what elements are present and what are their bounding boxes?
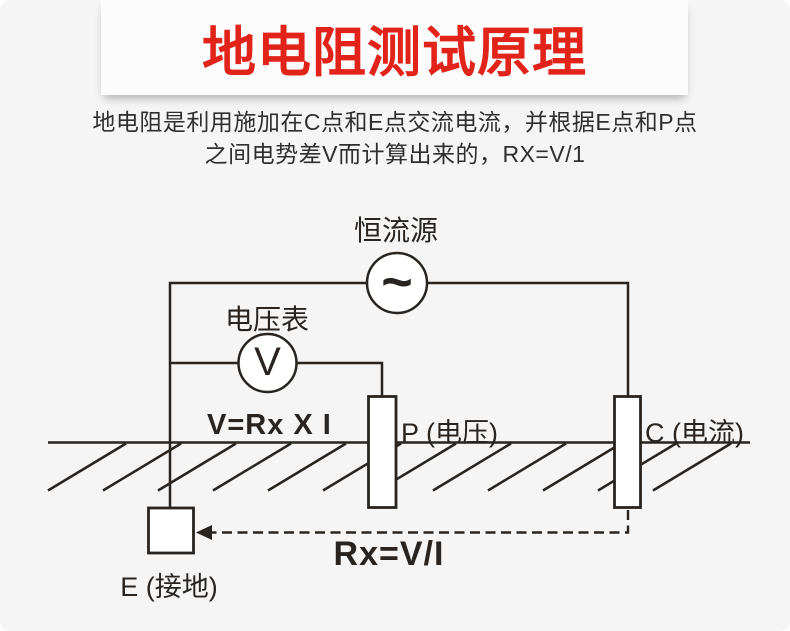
wire-right-loop xyxy=(427,281,630,397)
voltmeter-v-symbol: V xyxy=(254,339,281,384)
electrode-e-block xyxy=(147,506,195,555)
constant-current-source-circle xyxy=(365,251,429,315)
constant-current-source-label: 恒流源 xyxy=(353,215,439,246)
resistance-formula: Rx=V/I xyxy=(333,535,445,573)
electrode-e-label: E (接地) xyxy=(120,572,218,602)
intro-line-1: 地电阻是利用施加在C点和E点交流电流，并根据E点和P点 xyxy=(92,109,698,135)
ground-hatching xyxy=(47,442,732,492)
voltmeter-circle xyxy=(237,332,298,394)
electrode-c-label: C (电流) xyxy=(645,418,744,448)
electrode-c-rod xyxy=(613,395,642,509)
ac-wave-icon: ~ xyxy=(381,252,413,312)
wire-left-loop xyxy=(168,281,367,508)
voltage-formula: V=Rx X I xyxy=(207,409,332,441)
electrode-p-rod xyxy=(367,395,398,509)
page-title: 地电阻测试原理 xyxy=(202,23,587,83)
voltmeter-label: 电压表 xyxy=(224,304,310,335)
wire-voltmeter-to-p xyxy=(296,361,384,397)
intro-text: 地电阻是利用施加在C点和E点交流电流，并根据E点和P点 之间电势差V而计算出来的… xyxy=(0,106,790,170)
title-card: 地电阻测试原理 xyxy=(101,0,688,95)
arrowhead-icon xyxy=(196,525,212,540)
intro-line-2: 之间电势差V而计算出来的，RX=V/1 xyxy=(204,141,586,167)
dashed-current-path xyxy=(211,510,630,534)
electrode-p-label: P (电压) xyxy=(401,418,499,448)
